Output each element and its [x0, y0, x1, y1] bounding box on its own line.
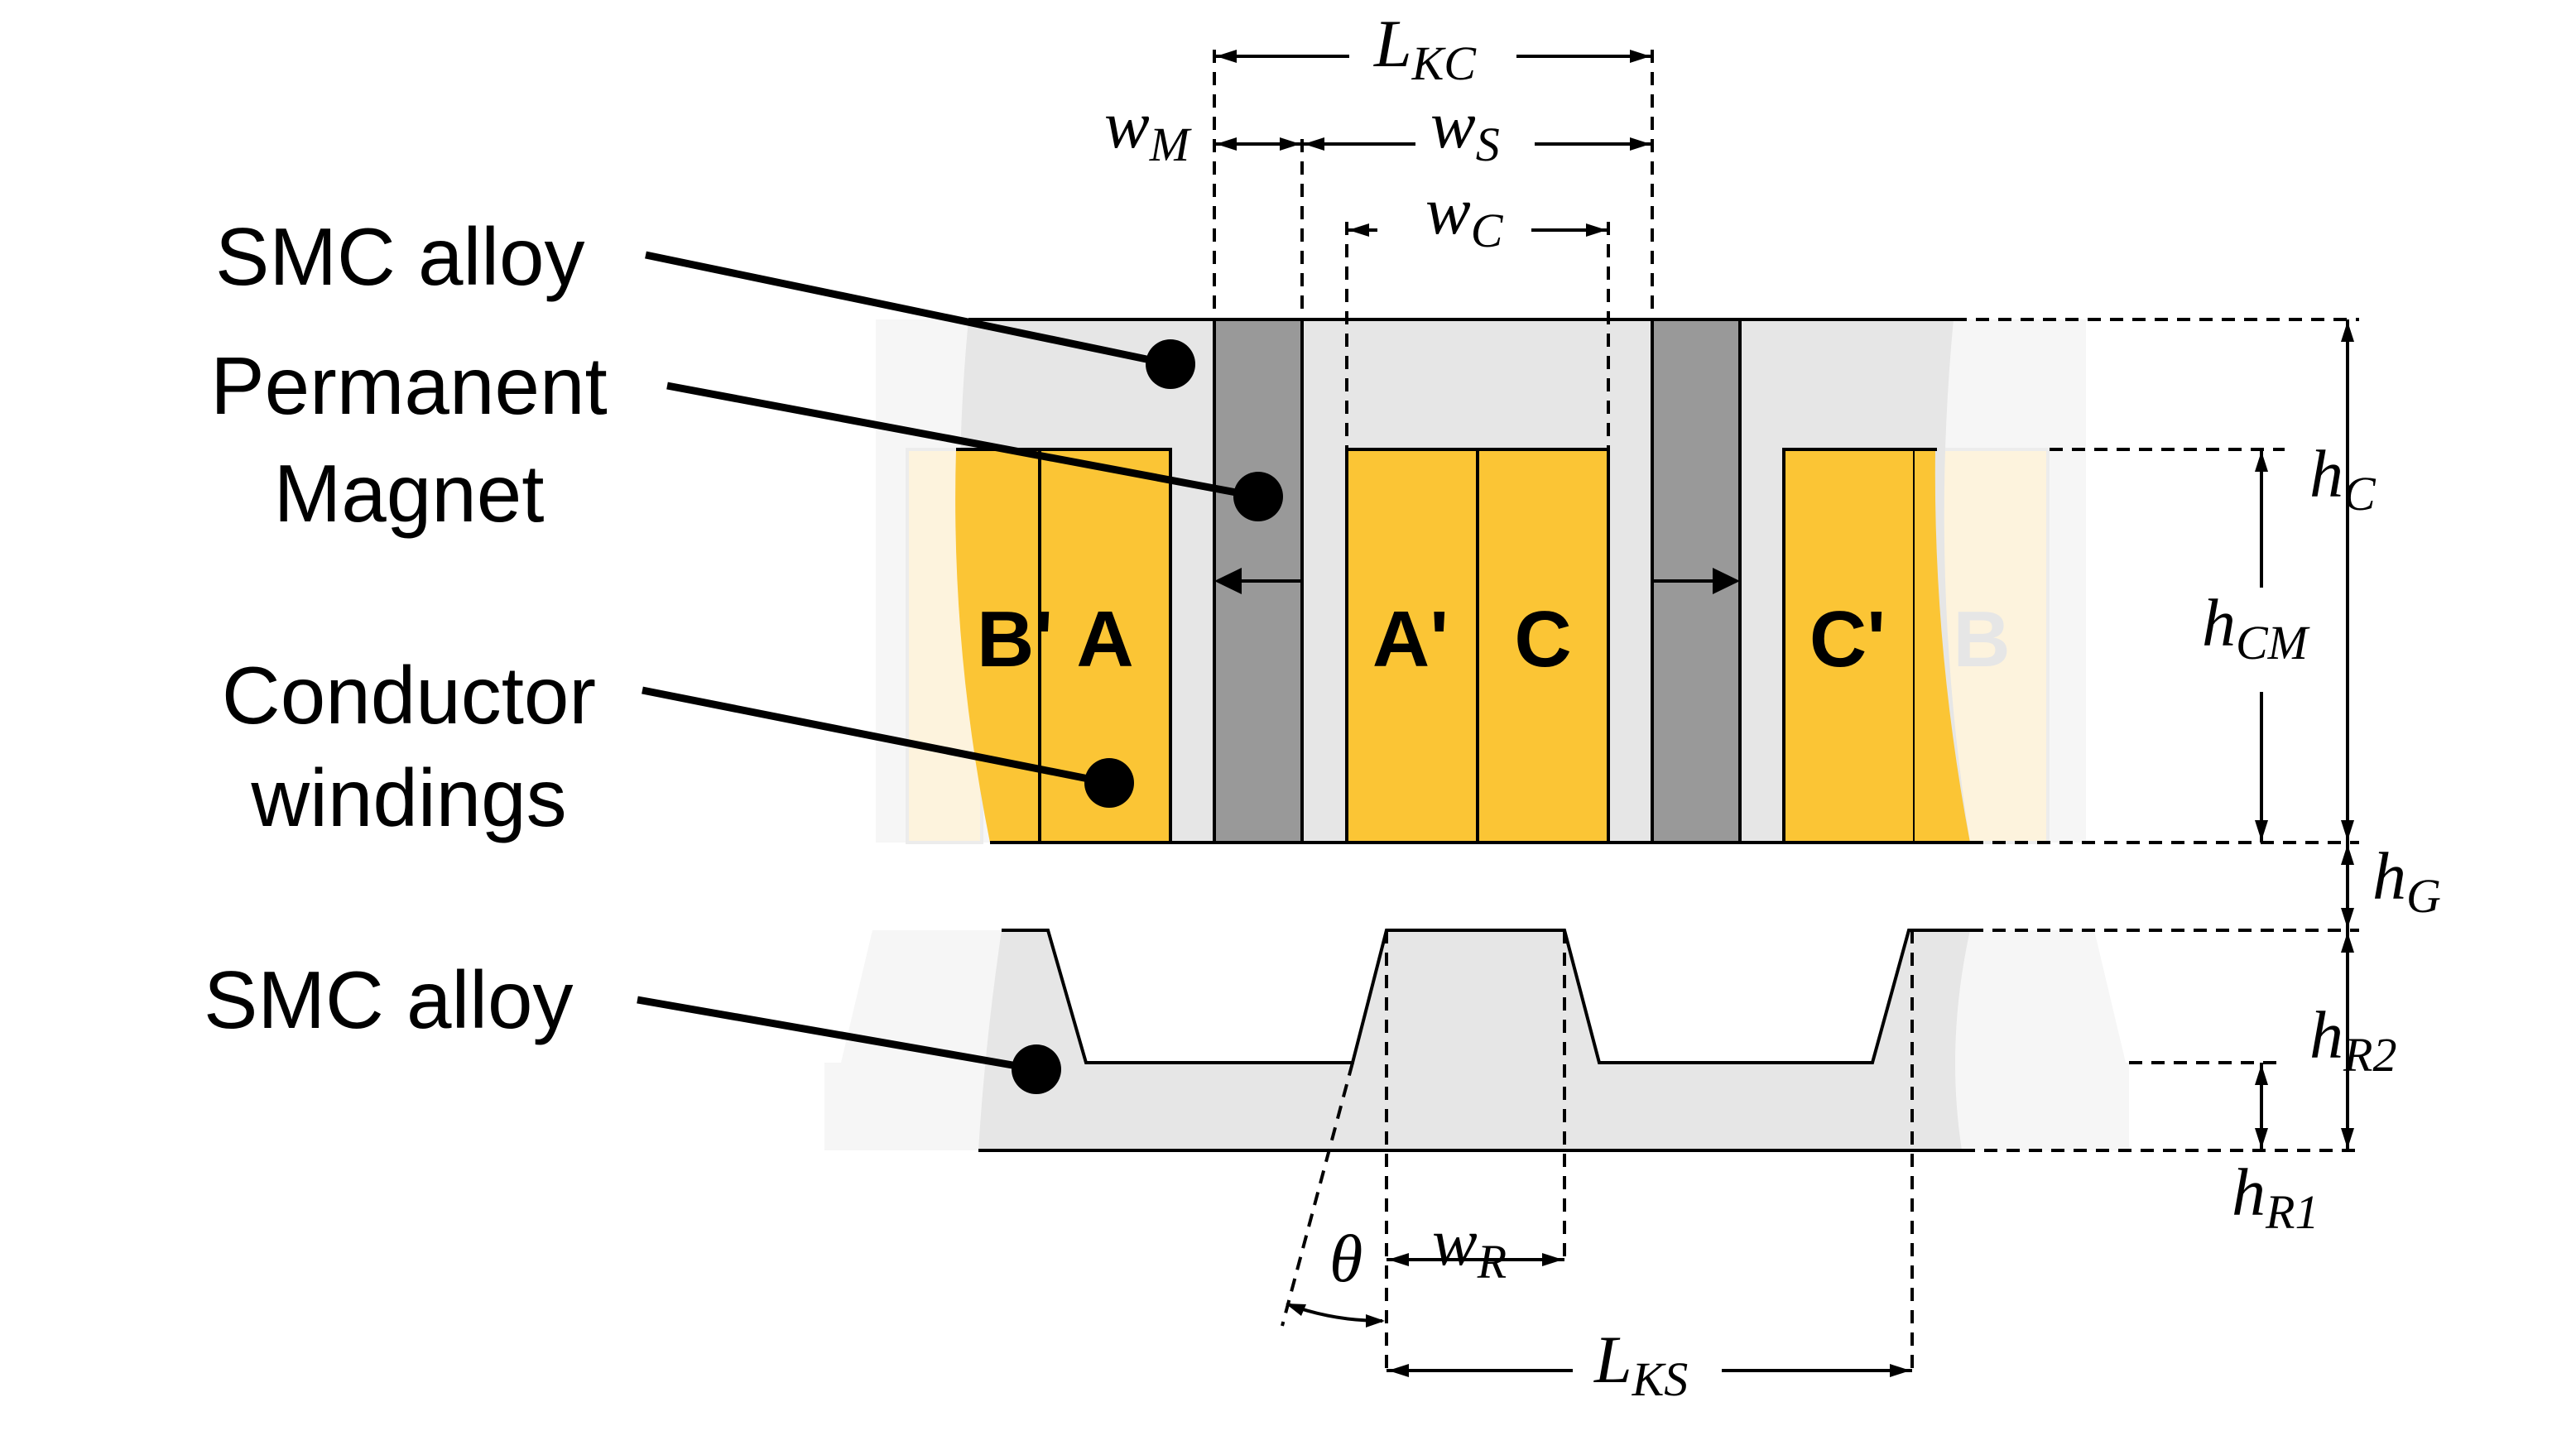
callout-dot-windings	[1084, 758, 1134, 808]
label-h-g: hG	[2372, 838, 2441, 923]
label-theta: θ	[1329, 1221, 1362, 1296]
magnetization-arrow-left	[1214, 568, 1242, 594]
phase-label-a-prime: A'	[1372, 595, 1449, 684]
callout-smc-bottom: SMC alloy	[204, 954, 574, 1045]
winding-partial-right	[1915, 449, 1970, 843]
callout-dot-magnet	[1233, 472, 1283, 521]
label-w-m: wM	[1104, 87, 1192, 171]
winding-b-prime	[955, 449, 1040, 843]
mover	[978, 929, 1970, 1152]
phase-label-b: B	[1953, 595, 2010, 684]
label-h-cm: hCM	[2202, 585, 2310, 670]
mover-smc-core	[978, 930, 1970, 1150]
label-l-ks: LKS	[1593, 1322, 1688, 1406]
callout-windings-line2: windings	[250, 752, 566, 843]
label-w-r: wR	[1432, 1204, 1507, 1289]
label-l-kc: LKC	[1373, 6, 1477, 90]
label-w-s: wS	[1430, 87, 1500, 171]
callouts: SMC alloy Permanent Magnet Conductor win…	[204, 211, 608, 1045]
callout-dot-smc-top	[1146, 339, 1195, 389]
mover-outline	[1002, 929, 1970, 1064]
phase-label-b-prime: B'	[977, 595, 1053, 684]
extension-lines	[1213, 50, 2359, 1371]
callout-magnet-line2: Magnet	[274, 448, 545, 539]
label-h-r1: hR1	[2232, 1155, 2319, 1239]
callout-dot-smc-bottom	[1012, 1044, 1061, 1094]
callout-windings-line1: Conductor	[222, 650, 596, 741]
magnetization-arrow-right	[1713, 568, 1740, 594]
stator: B' A A' C C' B	[955, 318, 2011, 844]
callout-leaders	[637, 251, 1283, 1094]
phase-label-c-prime: C'	[1809, 595, 1886, 684]
winding-c	[1476, 448, 1610, 844]
label-h-c: hC	[2309, 436, 2377, 521]
callout-magnet-line1: Permanent	[210, 340, 607, 431]
phase-label-c: C	[1514, 595, 1571, 684]
callout-smc-top: SMC alloy	[215, 211, 585, 302]
label-h-r2: hR2	[2309, 997, 2396, 1082]
dimension-arrows	[1214, 50, 2354, 1377]
dimension-labels: LKC wM wS wC hC hCM hG hR2 hR1 θ wR LKS	[1104, 6, 2441, 1406]
winding-c-prime	[1782, 448, 1916, 844]
label-w-c: wC	[1425, 173, 1504, 257]
phase-label-a: A	[1076, 595, 1133, 684]
